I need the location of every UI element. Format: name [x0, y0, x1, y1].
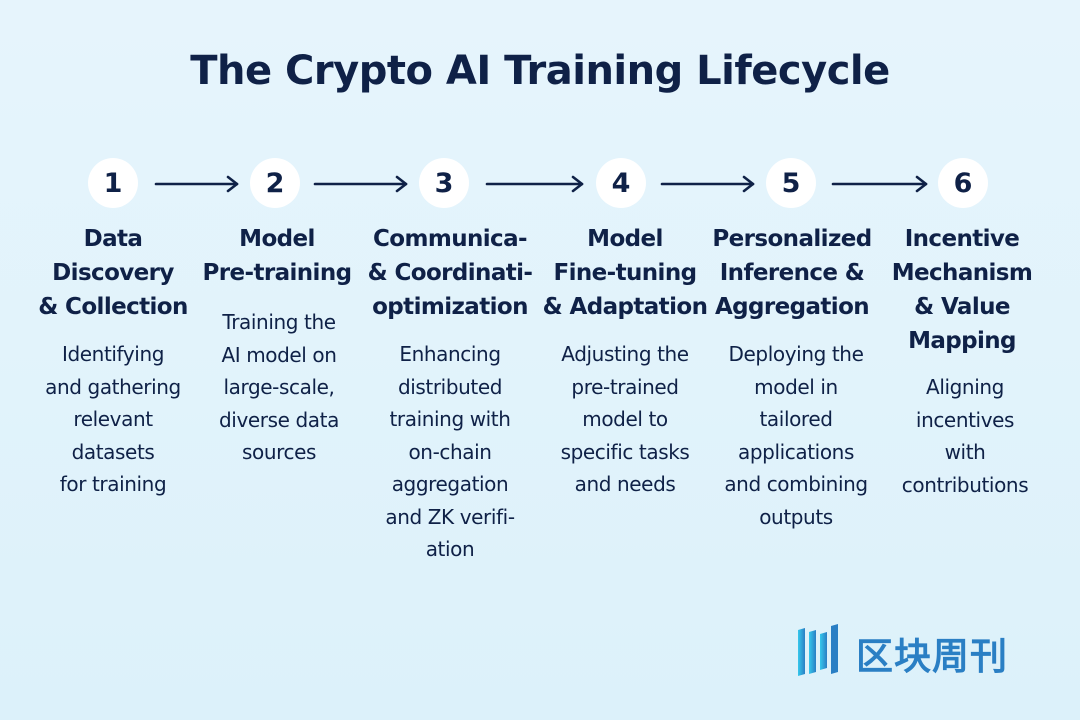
step-5-description: Deploying the model in tailored applicat… [724, 342, 868, 529]
step-6-description: Aligning incentives with contributions [901, 375, 1029, 497]
page-title: The Crypto AI Training Lifecycle [190, 48, 890, 94]
long-right-arrow-icon [485, 175, 584, 193]
step-1-number: 1 [88, 158, 138, 208]
step-6-title: Incentive Mechanism & Value Mapping [891, 226, 1033, 354]
step-5-title: Personalized Inference & Aggregation [712, 226, 872, 320]
step-3-description: Enhancing distributed training with on-c… [385, 342, 515, 561]
brand-logo-text: 区块周刊 [856, 635, 1008, 678]
long-right-arrow-icon [154, 175, 239, 193]
step-1-description: Identifying and gathering relevant datas… [45, 342, 181, 496]
block-weekly-logo-icon [798, 624, 838, 676]
step-3-number: 3 [419, 158, 469, 208]
brand-logo: 区块周刊 [796, 618, 1058, 682]
long-right-arrow-icon [831, 175, 928, 193]
step-2-description: Training the AI model on large-scale, di… [219, 310, 339, 464]
long-right-arrow-icon [313, 175, 408, 193]
long-right-arrow-icon [660, 175, 755, 193]
step-1-title: Data Discovery & Collection [38, 226, 188, 320]
step-6-number: 6 [938, 158, 988, 208]
step-2-number: 2 [250, 158, 300, 208]
step-4-number: 4 [596, 158, 646, 208]
step-3-title: Communica- & Coordinati- optimization [367, 226, 533, 320]
step-4-title: Model Fine-tuning & Adaptation [542, 226, 708, 320]
step-2-title: Model Pre-training [202, 226, 353, 286]
step-5-number: 5 [766, 158, 816, 208]
step-4-description: Adjusting the pre-trained model to speci… [560, 342, 690, 496]
